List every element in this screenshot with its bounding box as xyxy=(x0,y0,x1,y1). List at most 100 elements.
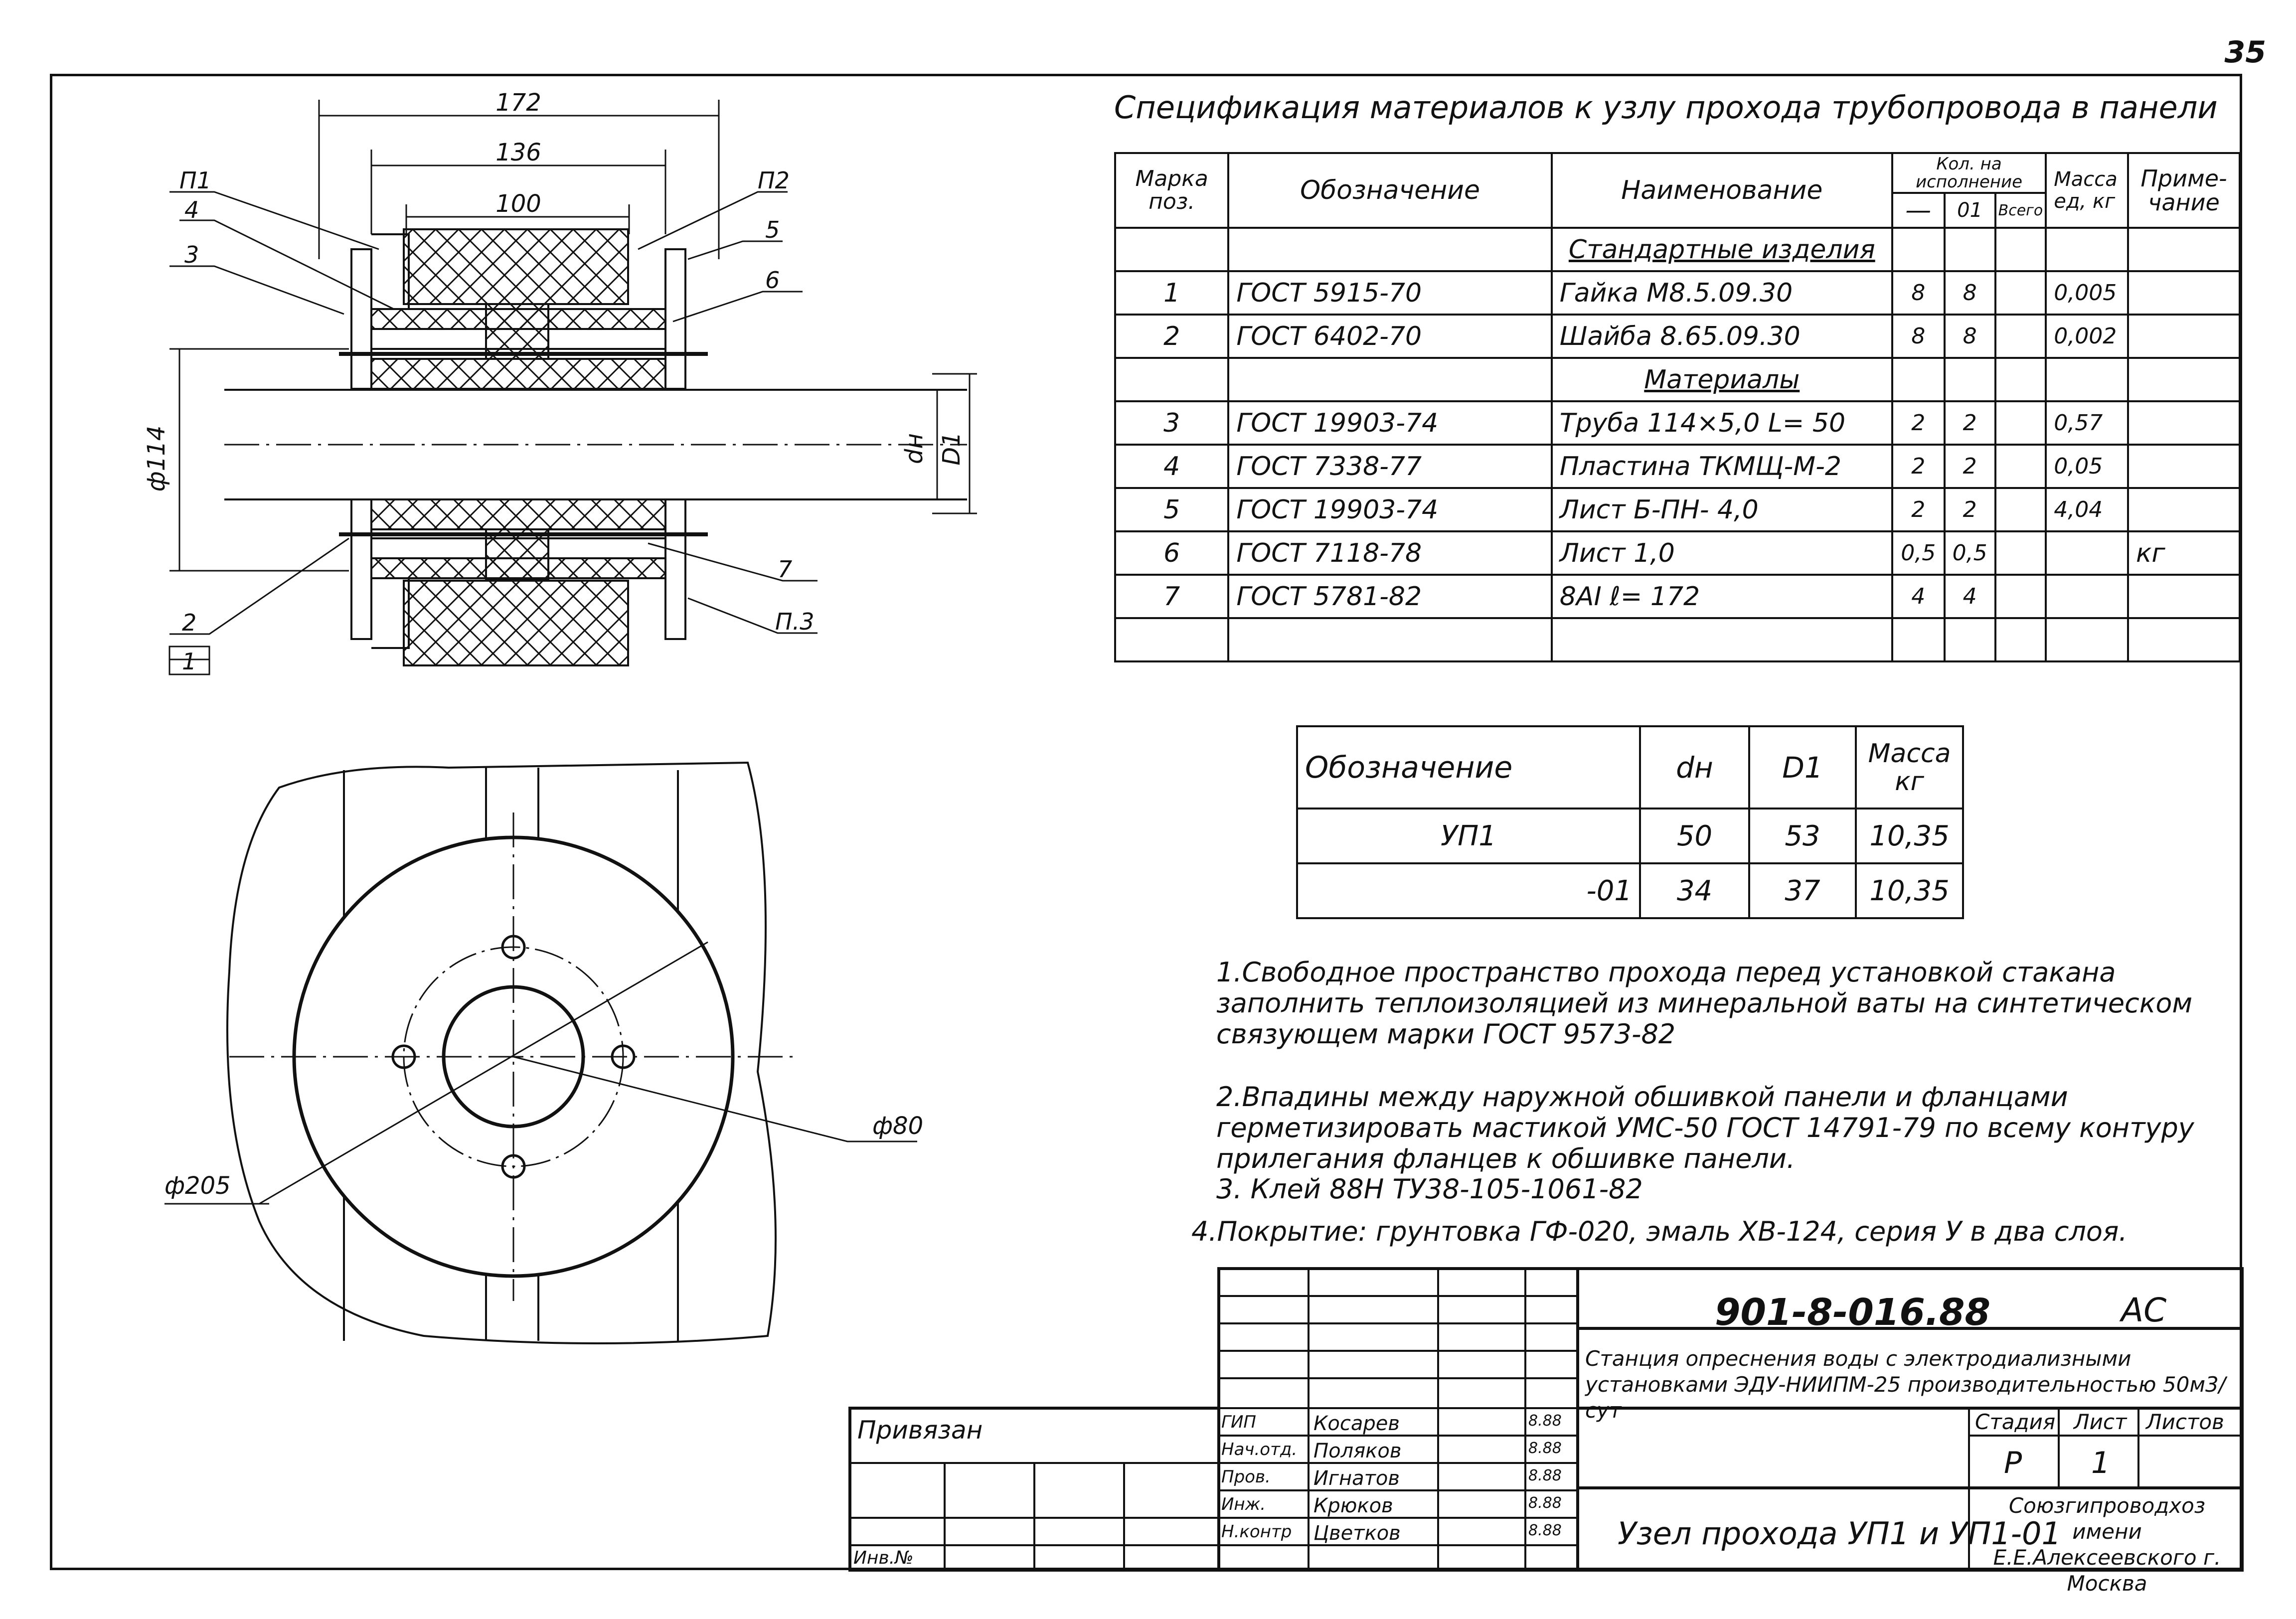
spec-cell-q01 xyxy=(1943,227,1996,272)
section-drawing: 172 136 100 dн xyxy=(143,89,977,675)
spec-cell-q01: 2 xyxy=(1943,487,1996,532)
spec-cell-designation: ГОСТ 5915-70 xyxy=(1227,270,1553,316)
spec-cell-name xyxy=(1550,617,1893,662)
spec-cell-q01 xyxy=(1943,617,1996,662)
bound-label: Привязан xyxy=(857,1416,983,1445)
spec-cell-name: Пластина ТКМЩ-М-2 xyxy=(1550,444,1893,489)
spec-cell-note xyxy=(2127,270,2241,316)
spec-cell-mass: 0,005 xyxy=(2045,270,2129,316)
label-p1: П1 xyxy=(179,167,211,194)
spec-cell-mass: 4,04 xyxy=(2045,487,2129,532)
note-1: 1.Свободное пространство прохода перед у… xyxy=(1216,957,2193,1050)
spec-cell-name: Лист Б-ПН- 4,0 xyxy=(1550,487,1893,532)
dim-d1: D1 xyxy=(938,432,966,466)
dim-172: 172 xyxy=(495,89,541,117)
spec-cell-q01 xyxy=(1943,357,1996,402)
spec-cell-designation: ГОСТ 19903-74 xyxy=(1227,487,1553,532)
label-pos3: 3 xyxy=(184,241,199,268)
spec-table: Марка поз. Обозначение Наименование Кол.… xyxy=(1114,152,2241,662)
spec-cell-mass xyxy=(2045,530,2129,576)
spec-cell-q01: 2 xyxy=(1943,444,1996,489)
staff-role: Н.контр xyxy=(1221,1522,1292,1542)
label-pos5: 5 xyxy=(765,216,780,243)
variant-cell-dn: 34 xyxy=(1639,862,1750,919)
spec-cell-all xyxy=(1994,227,2047,272)
variant-cell-designation: УП1 xyxy=(1296,808,1641,864)
spec-cell-all xyxy=(1994,314,2047,359)
staff-name: Игнатов xyxy=(1313,1467,1400,1490)
label-pos2: 2 xyxy=(182,609,196,636)
spec-cell-q xyxy=(1891,227,1946,272)
spec-title: Спецификация материалов к узлу прохода т… xyxy=(1114,89,2218,126)
spec-cell-note xyxy=(2127,314,2241,359)
label-pos6: 6 xyxy=(765,267,780,294)
staff-name: Косарев xyxy=(1313,1412,1400,1435)
spec-cell-designation: ГОСТ 6402-70 xyxy=(1227,314,1553,359)
spec-cell-q xyxy=(1891,617,1946,662)
staff-name: Цветков xyxy=(1313,1522,1401,1545)
spec-cell-q01: 2 xyxy=(1943,400,1996,446)
spec-cell-note: кг xyxy=(2127,530,2241,576)
spec-cell-name: Шайба 8.65.09.30 xyxy=(1550,314,1893,359)
dim-100: 100 xyxy=(495,190,541,218)
spec-cell-note xyxy=(2127,357,2241,402)
spec-cell-q: 2 xyxy=(1891,444,1946,489)
spec-cell-designation: ГОСТ 7118-78 xyxy=(1227,530,1553,576)
hdr-designation: Обозначение xyxy=(1227,152,1553,229)
spec-cell-mass xyxy=(2045,617,2129,662)
spec-cell-q: 2 xyxy=(1891,400,1946,446)
note-3: 3. Клей 88Н ТУ38-105-1061-82 xyxy=(1216,1173,1643,1205)
spec-cell-all xyxy=(1994,357,2047,402)
staff-role: Инж. xyxy=(1221,1494,1266,1514)
doc-section: АС xyxy=(2121,1291,2167,1329)
sheet-label: Лист xyxy=(2074,1410,2127,1434)
dim-dn: dн xyxy=(900,433,928,464)
dim-phi80: ф80 xyxy=(872,1112,923,1140)
spec-cell-designation xyxy=(1227,617,1553,662)
spec-cell-note xyxy=(2127,617,2241,662)
label-p3: П.3 xyxy=(775,608,814,635)
page-number: 35 xyxy=(2224,35,2267,70)
spec-cell-q: 0,5 xyxy=(1891,530,1946,576)
organization: Союзгипроводхоз имени Е.Е.Алексеевского … xyxy=(1993,1493,2221,1596)
spec-cell-mark xyxy=(1114,227,1230,272)
spec-cell-mark: 3 xyxy=(1114,400,1230,446)
spec-cell-note xyxy=(2127,227,2241,272)
spec-cell-mass xyxy=(2045,227,2129,272)
spec-cell-mark: 2 xyxy=(1114,314,1230,359)
spec-cell-mass xyxy=(2045,574,2129,619)
spec-cell-mark: 7 xyxy=(1114,574,1230,619)
spec-cell-mark xyxy=(1114,357,1230,402)
spec-cell-designation xyxy=(1227,227,1553,272)
note-2: 2.Впадины между наружной обшивкой панели… xyxy=(1216,1081,2194,1174)
spec-cell-name: Стандартные изделия xyxy=(1550,227,1893,272)
spec-cell-mark: 5 xyxy=(1114,487,1230,532)
spec-cell-q01: 4 xyxy=(1943,574,1996,619)
spec-cell-mass: 0,57 xyxy=(2045,400,2129,446)
sheet-value: 1 xyxy=(2091,1446,2111,1480)
inv-label: Инв.№ xyxy=(853,1548,914,1568)
spec-cell-q: 2 xyxy=(1891,487,1946,532)
variant-cell-mass: 10,35 xyxy=(1855,862,1964,919)
hdr-qty-total: Всего xyxy=(1994,192,2047,229)
label-pos4: 4 xyxy=(184,196,199,223)
spec-cell-q: 8 xyxy=(1891,314,1946,359)
spec-cell-designation: ГОСТ 19903-74 xyxy=(1227,400,1553,446)
spec-cell-all xyxy=(1994,574,2047,619)
hdr-mass: Масса ед, кг xyxy=(2045,152,2129,229)
spec-cell-all xyxy=(1994,617,2047,662)
dim-phi205: ф205 xyxy=(164,1172,231,1200)
spec-row: Стандартные изделия xyxy=(1114,227,2241,272)
staff-role: Нач.отд. xyxy=(1221,1440,1298,1459)
staff-date: 8.88 xyxy=(1528,1440,1562,1457)
label-p2: П2 xyxy=(758,167,790,194)
sheet-title: Узел прохода УП1 и УП1-01 xyxy=(1618,1515,2061,1552)
note-4: 4.Покрытие: грунтовка ГФ-020, эмаль ХВ-1… xyxy=(1191,1216,2128,1247)
sheets-label: Листов xyxy=(2146,1410,2224,1434)
